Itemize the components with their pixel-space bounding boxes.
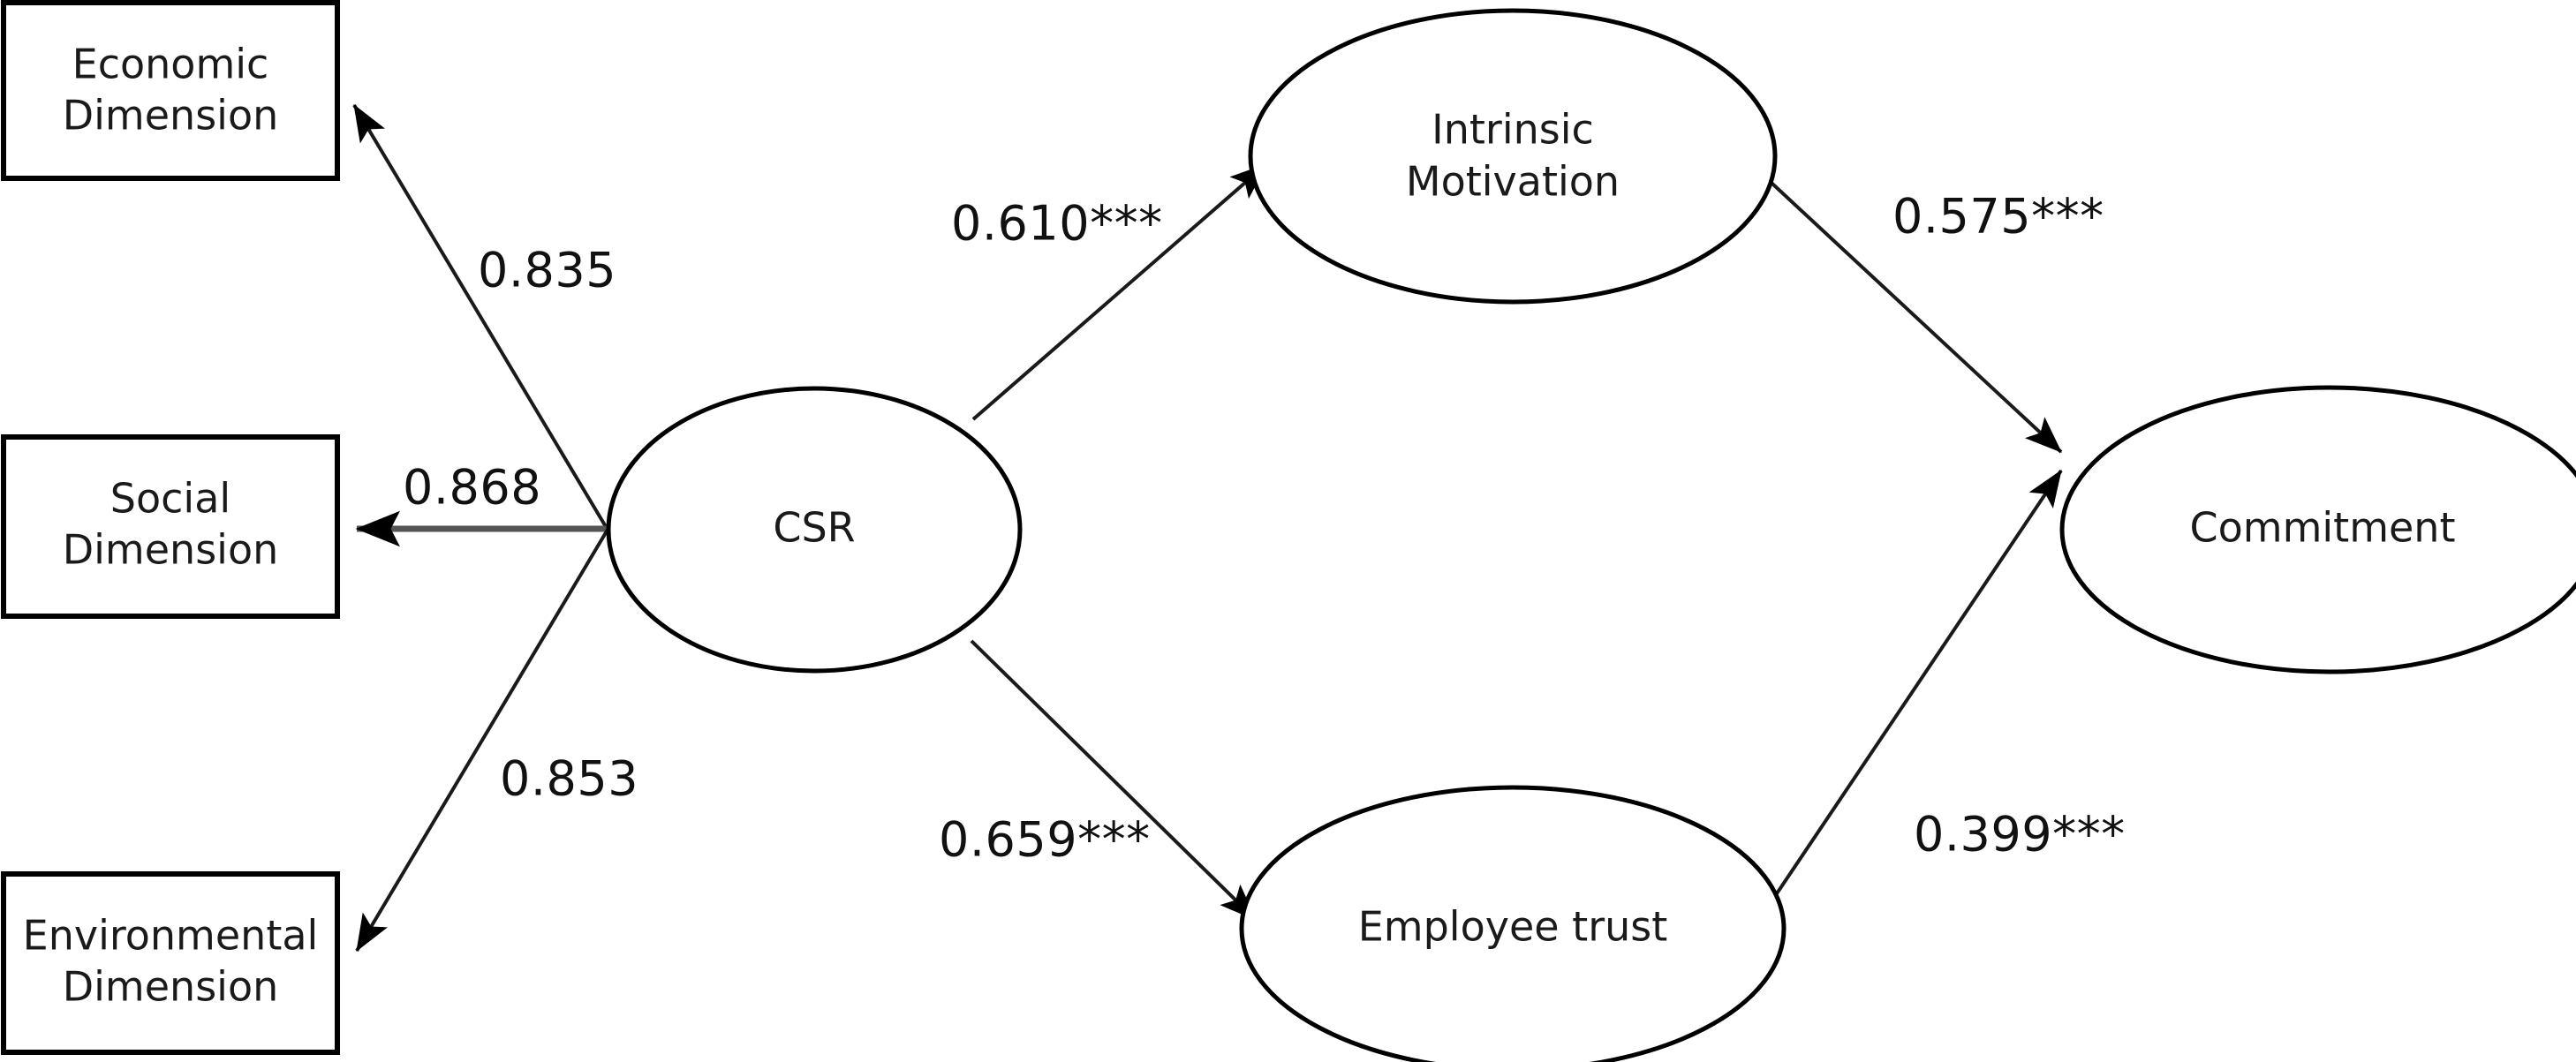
node-commitment[interactable]: Commitment: [2059, 385, 2576, 674]
coefficient-csr-to-trust: 0.659***: [939, 812, 1151, 868]
node-csr-label: CSR: [773, 504, 855, 552]
node-csr[interactable]: CSR: [606, 386, 1023, 674]
coefficient-trust-to-commitment: 0.399***: [1914, 807, 2126, 862]
node-employee-trust-label: Employee trust: [1358, 903, 1668, 951]
node-social-dimension-label-line1: Social: [110, 475, 230, 523]
node-employee-trust[interactable]: Employee trust: [1239, 785, 1787, 1062]
coefficient-intrinsic-to-commitment: 0.575***: [1892, 189, 2104, 245]
node-environmental-dimension-label-line2: Dimension: [63, 963, 279, 1011]
edge-trust-to-commitment: [1764, 469, 2063, 911]
edge-csr-to-environmental: [355, 528, 609, 953]
coefficient-csr-to-social: 0.868: [403, 460, 541, 516]
edge-csr-to-economic: [352, 103, 609, 531]
node-intrinsic-motivation[interactable]: Intrinsic Motivation: [1248, 8, 1778, 305]
node-economic-dimension[interactable]: Economic Dimension: [1, 0, 340, 181]
coefficient-csr-to-economic: 0.835: [478, 243, 616, 298]
edge-csr-to-intrinsic: [971, 162, 1268, 421]
coefficient-csr-to-environmental: 0.853: [500, 751, 638, 807]
node-intrinsic-motivation-label-line2: Motivation: [1406, 158, 1620, 206]
node-environmental-dimension-label-line1: Environmental: [23, 912, 319, 960]
node-social-dimension[interactable]: Social Dimension: [1, 434, 340, 619]
node-environmental-dimension[interactable]: Environmental Dimension: [1, 871, 340, 1055]
edge-intrinsic-to-commitment: [1759, 171, 2063, 454]
node-social-dimension-label-line2: Dimension: [63, 526, 279, 574]
node-economic-dimension-label-line1: Economic: [72, 41, 269, 88]
node-economic-dimension-label-line2: Dimension: [63, 92, 279, 139]
node-commitment-label: Commitment: [2190, 504, 2456, 552]
edge-csr-to-trust: [970, 639, 1258, 922]
node-intrinsic-motivation-label-line1: Intrinsic: [1432, 106, 1594, 154]
coefficient-csr-to-intrinsic: 0.610***: [951, 196, 1163, 252]
